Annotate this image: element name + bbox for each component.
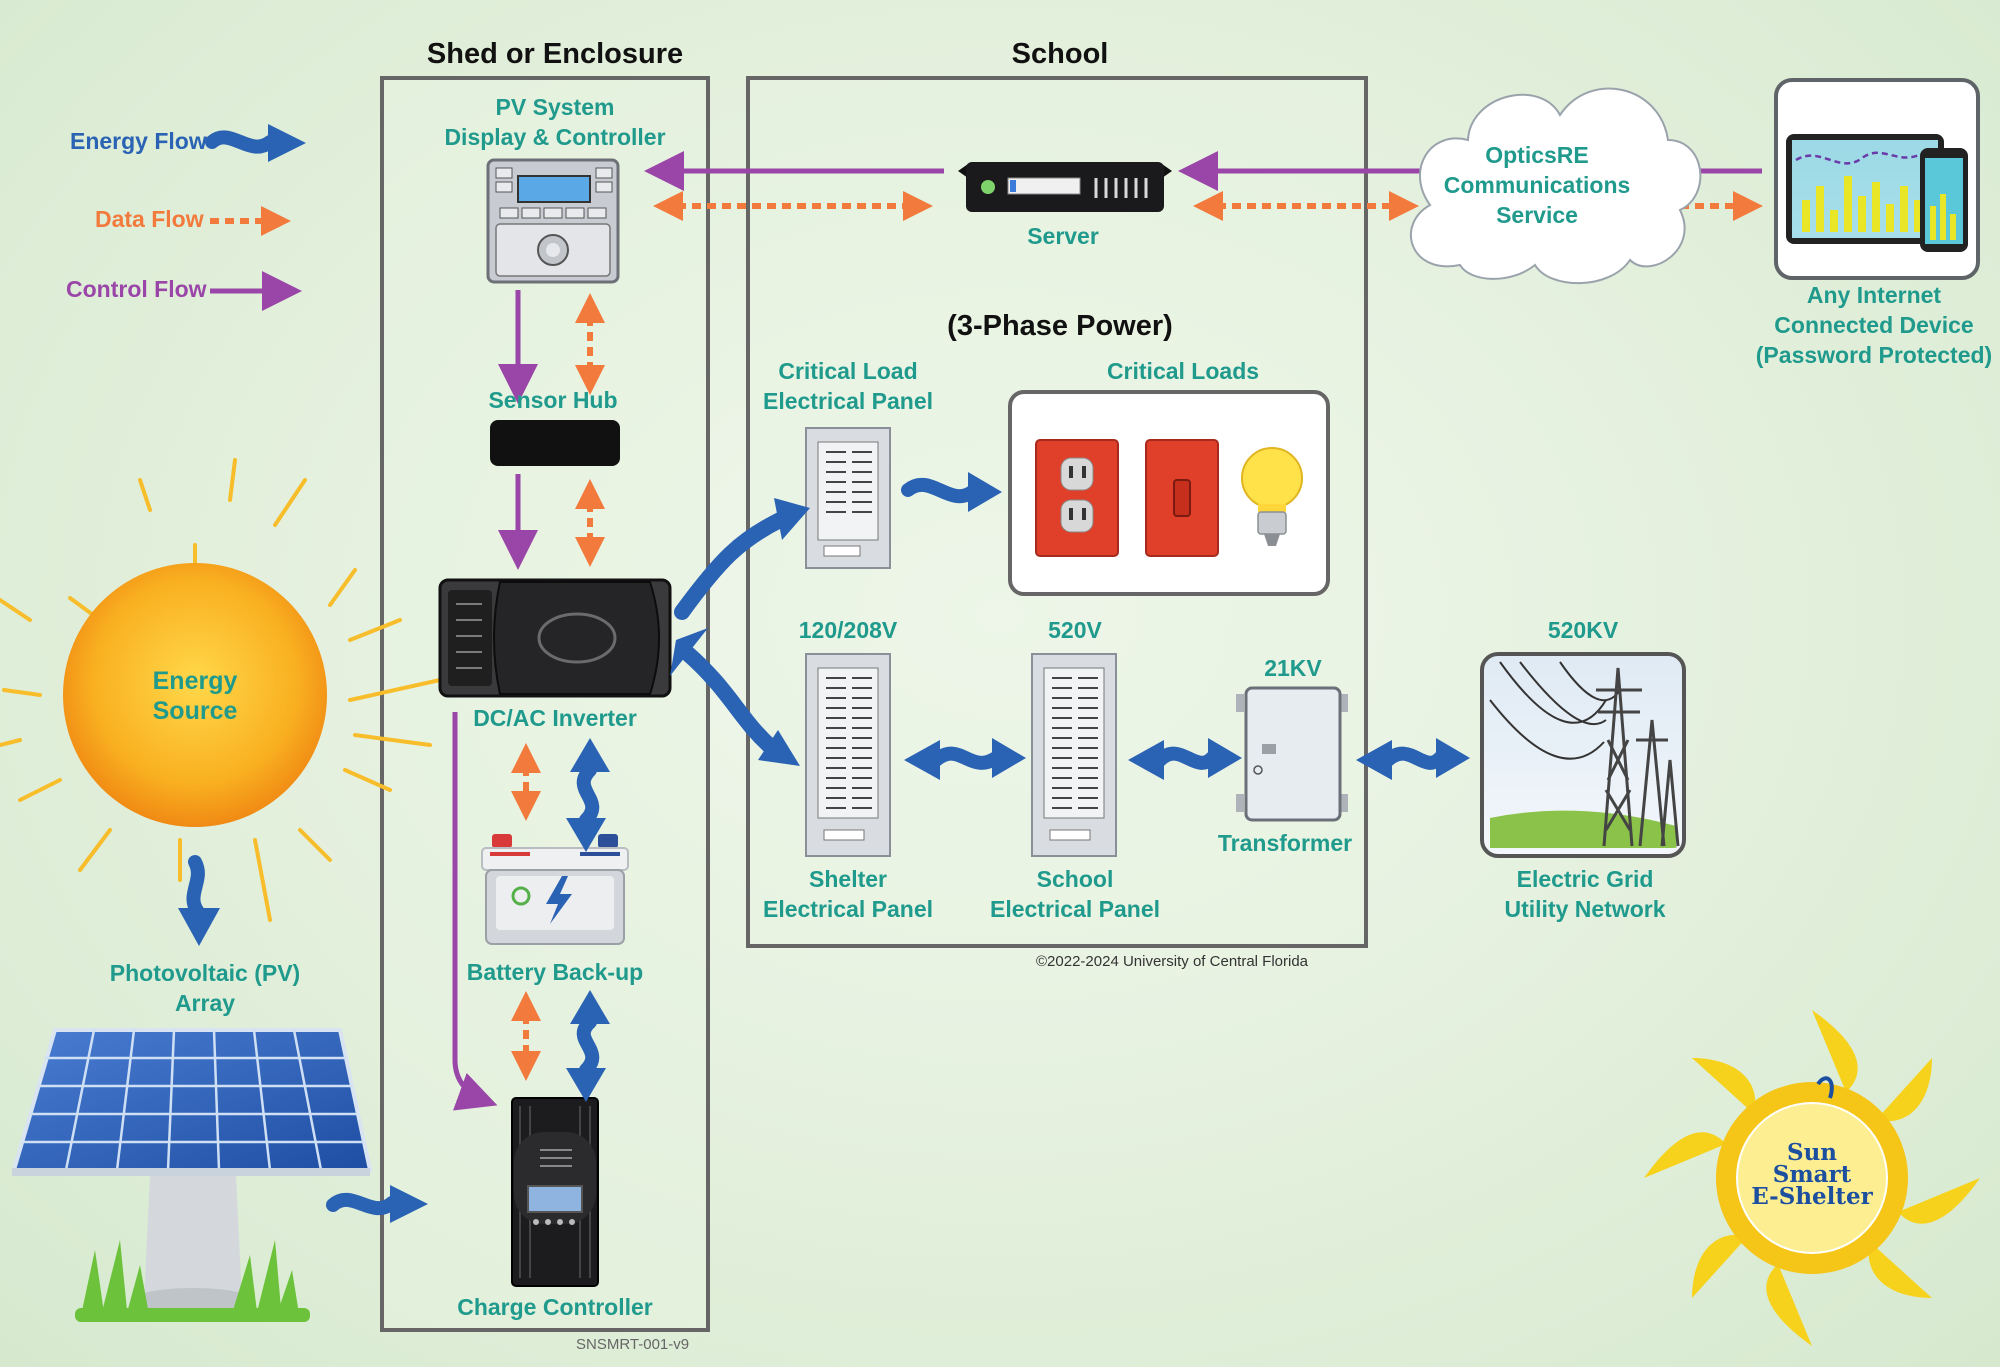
cloud-icon: [1410, 87, 1702, 285]
document-id: SNSMRT-001-v9: [576, 1336, 690, 1353]
server-label: Server: [1027, 223, 1099, 249]
voltage-520kv-label: 520KV: [1547, 617, 1619, 643]
battery-label: Battery Back-up: [466, 959, 644, 985]
energy-arrow-transformer-grid: [1381, 746, 1447, 770]
electric-grid-icon: [1480, 652, 1686, 858]
sun-smart-logo-icon: [1644, 1010, 1980, 1346]
outlet-icon: [1035, 439, 1119, 557]
voltage-120-208-label: 120/208V: [798, 617, 898, 643]
shed-header: Shed or Enclosure: [426, 38, 684, 70]
school-header: School: [1011, 38, 1109, 70]
energy-flow-legend-arrow: [205, 130, 277, 154]
battery-icon: [481, 834, 629, 945]
charge-controller-icon: [511, 1097, 599, 1287]
voltage-21kv-label: 21KV: [1264, 655, 1322, 681]
switch-icon: [1145, 439, 1219, 557]
energy-arrow-shelter-school: [929, 746, 1003, 770]
legend-energy-flow: Energy Flow: [70, 128, 207, 154]
legend-data-flow: Data Flow: [95, 206, 204, 232]
critical-loads-label: Critical Loads: [1106, 358, 1260, 384]
copyright-text: ©2022-2024 University of Central Florida: [1036, 953, 1309, 970]
voltage-520-label: 520V: [1048, 617, 1102, 643]
legend-control-flow: Control Flow: [66, 276, 207, 302]
energy-arrow-inverter-to-shelter-panel: [678, 644, 780, 756]
inverter-label: DC/AC Inverter: [473, 705, 637, 731]
three-phase-header: (3-Phase Power): [947, 310, 1173, 342]
inverter-icon: [438, 578, 672, 698]
light-bulb-icon: [1241, 447, 1303, 546]
shelter-panel-icon: [805, 653, 891, 857]
pv-array-icon: [11, 1028, 373, 1322]
energy-arrow-sun-to-pv: [186, 855, 205, 919]
school-panel-icon: [1031, 653, 1117, 857]
energy-arrow-inverter-to-critical-panel: [674, 512, 788, 620]
server-icon: [958, 162, 1172, 212]
energy-arrow-critical-panel-to-loads: [901, 477, 979, 504]
transformer-icon: [1236, 686, 1348, 822]
energy-arrow-pv-to-charge: [326, 1192, 399, 1216]
control-arrow-inverter-to-charge: [452, 712, 498, 1111]
transformer-label: Transformer: [1217, 830, 1353, 856]
critical-load-panel-icon: [805, 427, 891, 569]
charge-controller-label: Charge Controller: [457, 1294, 653, 1320]
internet-device-icon: [1774, 78, 1980, 280]
pv-display-controller-icon: [486, 158, 620, 284]
sensor-hub-label: Sensor Hub: [488, 387, 618, 413]
energy-arrow-battery-charge: [576, 1015, 600, 1077]
energy-arrow-inverter-battery: [576, 763, 600, 827]
energy-arrow-school-transformer: [1153, 746, 1219, 770]
sensor-hub-icon: [490, 420, 620, 466]
sun-icon: [0, 458, 442, 922]
pv-array-label: Photovoltaic (PV)Array: [109, 960, 301, 1016]
